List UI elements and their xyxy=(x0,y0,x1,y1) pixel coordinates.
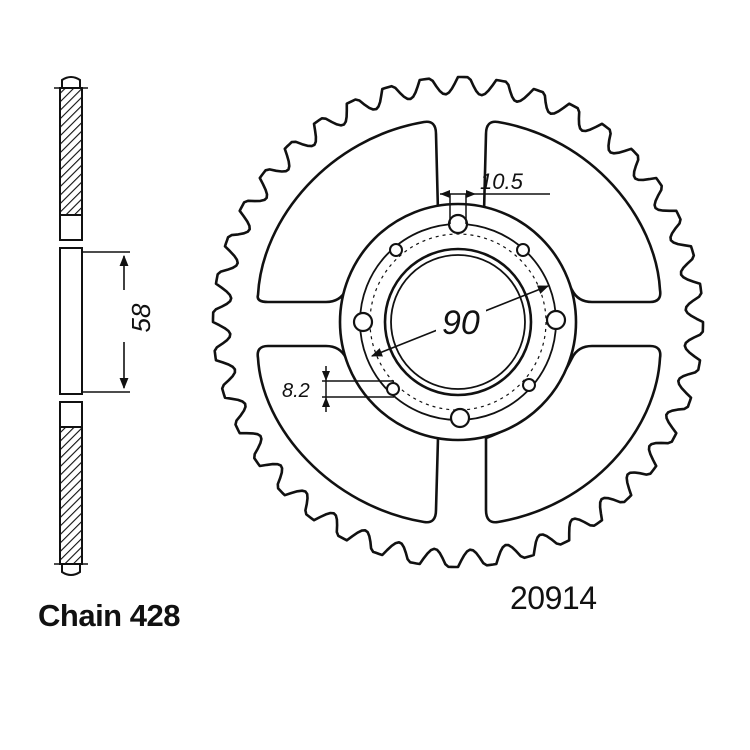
part-number-label: 20914 xyxy=(510,580,597,616)
sprocket-front-view: 10.5 90 8.2 xyxy=(211,75,705,569)
small-hole-tr xyxy=(516,243,530,257)
section-tooth-top xyxy=(61,76,81,88)
bolt-hole-bottom xyxy=(449,407,471,429)
bolt-hole-left xyxy=(352,311,374,333)
section-bore xyxy=(59,247,83,395)
section-tooth-bottom xyxy=(61,564,81,576)
pcd-label: 90 xyxy=(442,304,480,342)
small-hole-tl xyxy=(389,243,403,257)
hole-spacing-label: 10.5 xyxy=(480,169,524,194)
small-holes xyxy=(386,243,536,396)
bolt-hole-dimension: 8.2 xyxy=(282,366,394,412)
small-hole-bl xyxy=(386,382,400,396)
bore-dimension-label: 58 xyxy=(126,303,156,332)
small-hole-br xyxy=(522,378,536,392)
bolt-holes xyxy=(352,213,567,429)
bolt-hole-label: 8.2 xyxy=(282,380,310,402)
lightening-windows xyxy=(256,120,662,524)
chain-size-label: Chain 428 xyxy=(38,598,180,633)
bolt-hole-right xyxy=(545,309,567,331)
hole-spacing-dimension: 10.5 xyxy=(440,169,550,224)
bolt-hole-top xyxy=(447,213,469,235)
pcd-dimension: 90 xyxy=(370,285,550,357)
side-section-view: 58 xyxy=(54,76,156,576)
